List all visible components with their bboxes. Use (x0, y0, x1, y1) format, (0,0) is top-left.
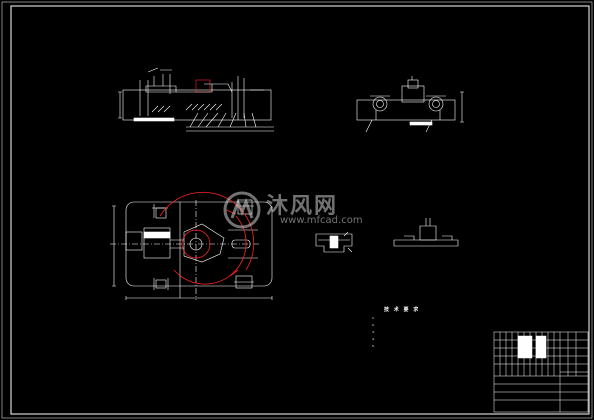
detail-view-a (315, 231, 353, 253)
note-line: 2. (372, 323, 375, 327)
note-line: 1. (372, 316, 375, 320)
notes-title: 技 术 要 求 (384, 307, 420, 313)
technical-requirements: 技 术 要 求 1. 2. 3. 4. 5. (372, 306, 490, 351)
watermark: 沐风网 www.mfcad.com (222, 188, 382, 232)
note-line: 4. (372, 337, 375, 341)
note-line: 5. (372, 344, 375, 348)
note-line: 3. (372, 330, 375, 334)
inner-frame (10, 5, 590, 415)
detail-view-b (393, 218, 459, 247)
plan-view (110, 199, 273, 300)
section-view-front (118, 67, 274, 132)
mf-logo-icon (223, 191, 261, 229)
section-view-side (356, 76, 464, 133)
title-block (493, 331, 589, 413)
watermark-brand: 沐风网 (266, 194, 339, 219)
watermark-domain: www.mfcad.com (280, 215, 363, 226)
